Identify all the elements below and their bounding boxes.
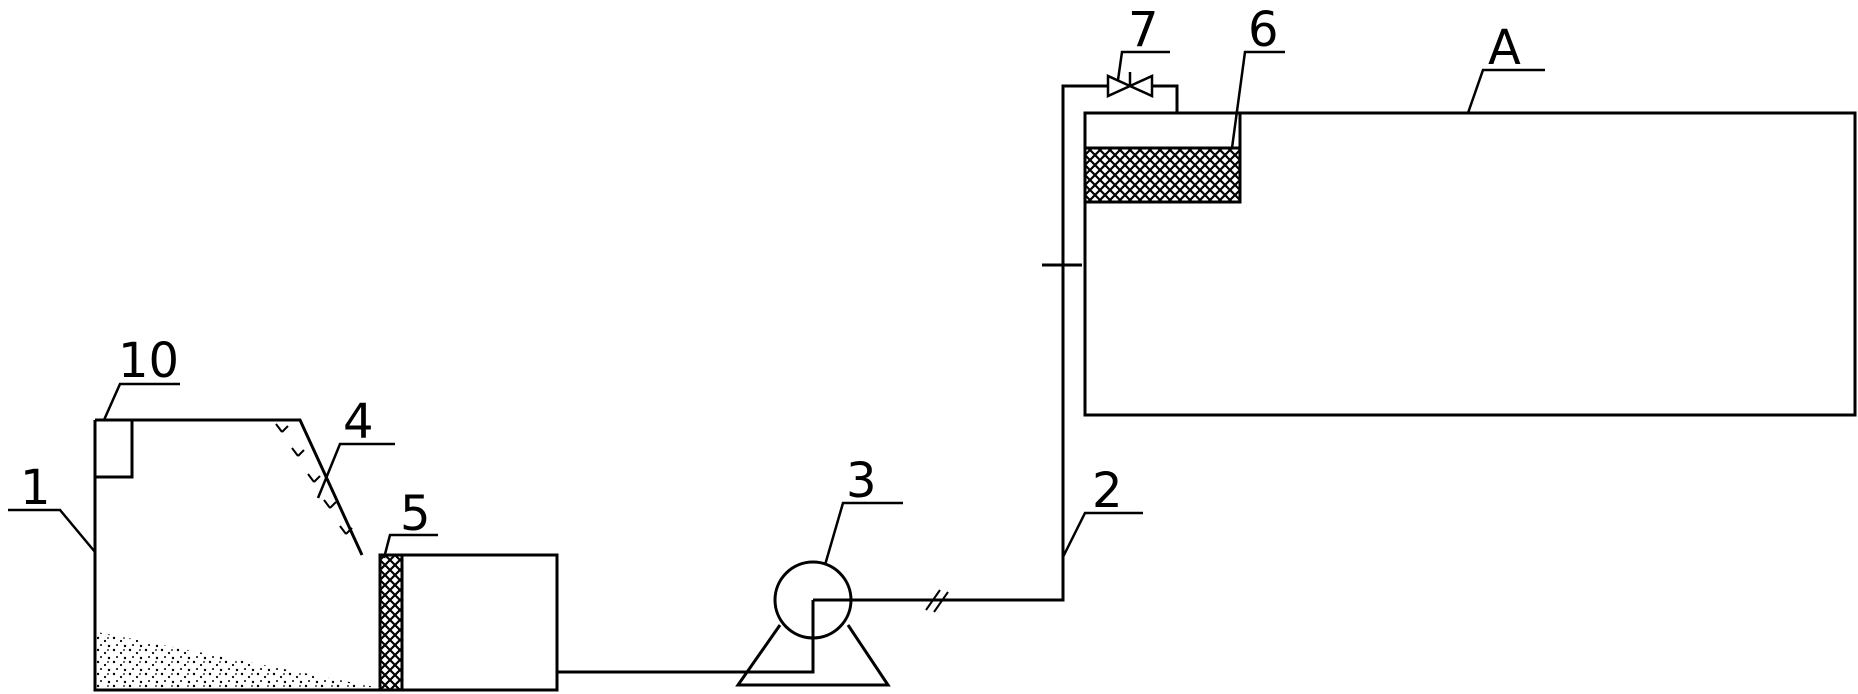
discharge-pipe (813, 84, 1108, 602)
leader-2 (1061, 511, 1143, 558)
leader-3 (823, 501, 903, 566)
pipe-break-mark (925, 589, 949, 613)
leader-10 (102, 382, 180, 421)
media-block (1083, 146, 1242, 204)
tank-outline (93, 418, 380, 692)
inlet-box (95, 418, 134, 479)
plate-markers (275, 423, 353, 535)
valve (1106, 72, 1154, 98)
suction-pipe (557, 600, 815, 674)
label-filter: 5 (400, 486, 431, 542)
label-media: 6 (1248, 2, 1279, 58)
label-plate: 4 (343, 394, 374, 450)
label-valve: 7 (1128, 2, 1159, 58)
filter-column (378, 553, 404, 692)
valve-outlet-pipe (1152, 84, 1179, 113)
leader-7 (1116, 50, 1170, 81)
label-pipe: 2 (1092, 463, 1123, 519)
sump-box (402, 553, 559, 692)
label-target: A (1488, 20, 1521, 76)
leader-5 (382, 533, 438, 559)
leader-4 (316, 442, 395, 499)
pump-base (735, 624, 891, 687)
target-container (1083, 111, 1857, 417)
leader-6 (1230, 50, 1285, 149)
leader-A (1466, 68, 1545, 114)
sediment (97, 632, 380, 688)
label-pump: 3 (846, 453, 877, 509)
label-inlet: 10 (118, 333, 179, 389)
label-tank: 1 (20, 460, 51, 516)
leader-1 (8, 508, 96, 553)
